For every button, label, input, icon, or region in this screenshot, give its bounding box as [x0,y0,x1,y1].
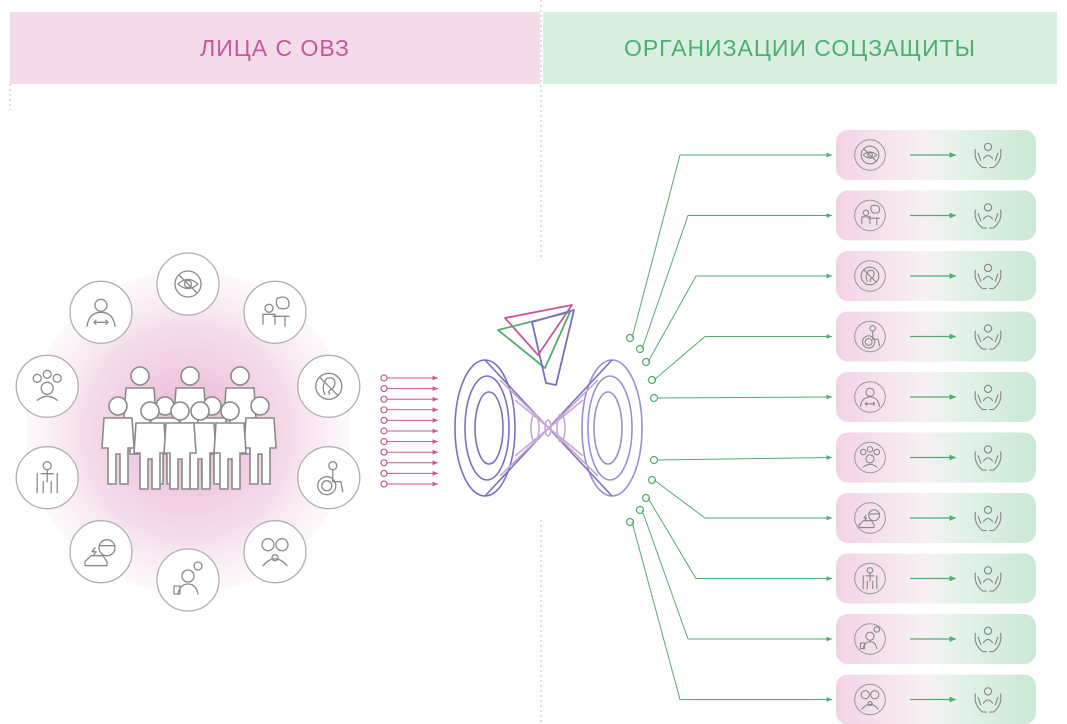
service-row-mental-disorder-icon [836,432,1036,483]
transformation-funnel-icon [454,359,643,497]
ring-speech-impairment-icon [243,280,307,344]
input-arrow-node [380,469,388,477]
ring-traumatic-brain-injury-icon [69,520,133,584]
multiple-disorders-icon [854,683,886,716]
musculoskeletal-disorder-icon [854,381,886,413]
input-arrows [380,374,438,488]
connector-line [656,394,833,400]
service-row-multiple-disorders-icon [836,674,1036,724]
connector-line [653,334,832,381]
ring-crutches-user-icon [15,446,79,510]
connector-node [647,475,657,485]
caring-hands-icon [974,687,1002,713]
child-developmental-disorder-icon [854,623,886,655]
caring-hands-icon [974,324,1002,350]
caring-hands-icon [974,626,1002,653]
connector-node [641,357,651,367]
service-row-visual-impairment-icon [836,130,1036,180]
connector-line [631,521,832,702]
people-with-disabilities-header: ЛИЦА С ОВЗ [10,12,540,84]
connector-node [647,375,657,385]
service-row-musculoskeletal-disorder-icon [836,372,1036,422]
service-row-crutches-user-icon [836,553,1036,604]
connector-line [641,509,832,642]
caring-hands-icon [974,263,1002,290]
ring-child-developmental-disorder-icon [156,548,220,612]
input-arrow-node [380,416,388,424]
connector-node [649,393,659,403]
ring-visual-impairment-icon [156,252,220,316]
connector-line [647,497,832,581]
input-arrow-node [380,459,388,467]
connector-line [631,152,832,339]
connector-node [625,333,635,343]
caring-hands-icon [974,203,1002,229]
hearing-impairment-icon [854,260,886,292]
mental-disorder-icon [854,441,886,474]
ring-wheelchair-user-icon [297,446,361,510]
crowd-of-people-icon [101,366,277,490]
service-row-traumatic-brain-injury-icon [836,493,1036,543]
input-arrow-node [380,406,388,414]
input-arrow-node [380,374,388,382]
wheelchair-user-icon [854,320,886,353]
service-rows [836,130,1036,724]
people-with-disabilities-title: ЛИЦА С ОВЗ [200,34,350,61]
service-row-hearing-impairment-icon [836,251,1036,301]
caring-hands-icon [974,384,1002,411]
service-row-speech-impairment-icon [836,190,1036,241]
connector-line [647,273,832,363]
input-arrow-node [380,395,388,403]
caring-hands-icon [974,445,1002,471]
ring-hearing-impairment-icon [297,354,361,418]
service-row-wheelchair-user-icon [836,311,1036,362]
paper-plane-icon [497,304,575,386]
input-arrow-node [380,438,388,446]
connector-node [635,344,645,354]
input-arrow-node [380,385,388,393]
input-arrow-node [380,448,388,456]
connector-node [641,493,651,503]
input-arrow-node [380,480,388,488]
service-row-child-developmental-disorder-icon [836,614,1036,664]
disability-icons-ring [15,252,361,612]
social-protection-organizations-header: ОРГАНИЗАЦИИ СОЦЗАЩИТЫ [543,12,1057,84]
visual-impairment-icon [854,139,886,171]
traumatic-brain-injury-icon [854,502,886,534]
connector-line [641,213,832,350]
caring-hands-icon [974,566,1002,592]
crutches-user-icon [854,562,886,595]
output-connectors [625,152,833,702]
connector-node [635,505,645,515]
connector-line [653,479,832,521]
social-protection-organizations-title: ОРГАНИЗАЦИИ СОЦЗАЩИТЫ [623,34,977,61]
connector-node [649,455,659,465]
ring-mental-disorder-icon [15,354,79,418]
input-arrow-node [380,427,388,435]
speech-impairment-icon [854,199,886,232]
ring-multiple-disorders-icon [243,520,307,584]
connector-node [625,517,635,527]
connector-line [656,455,833,461]
ring-musculoskeletal-disorder-icon [69,280,133,344]
caring-hands-icon [974,142,1002,169]
caring-hands-icon [974,505,1002,532]
